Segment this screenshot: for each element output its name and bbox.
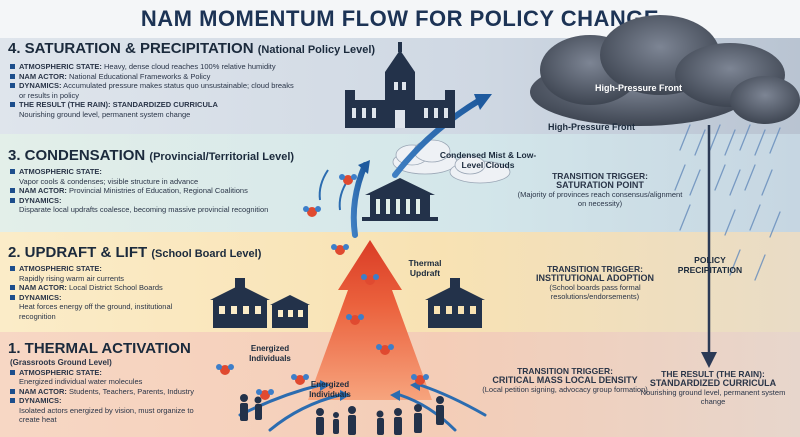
level-3-item-key: NAM ACTOR: [19, 186, 67, 195]
level-3-item-value: Disparate local updrafts coalesce, becom… [19, 205, 269, 214]
diagram-title: NAM MOMENTUM FLOW FOR POLICY CHANGE [140, 6, 660, 31]
trigger-desc: (School boards pass formal resolutions/e… [549, 283, 641, 301]
result-name: STANDARDIZED CURRICULA [649, 378, 777, 388]
energized-individuals-label-1: Energized Individuals [249, 344, 291, 363]
level-4-item-key: DYNAMICS: [19, 81, 62, 90]
rain-icon [674, 124, 781, 281]
level-1-subtitle: (Grassroots Ground Level) [10, 358, 112, 367]
level-1-list: (Grassroots Ground Level) ATMOSPHERIC ST… [10, 358, 215, 425]
condensed-mist-label: Condensed Mist & Low-Level Clouds [439, 150, 537, 170]
policy-precipitation-label: POLICY PRECIPITATION [677, 255, 743, 275]
level-4-heading: 4. SATURATION & PRECIPITATION (National … [8, 40, 375, 57]
result-desc: Nourishing ground level, permanent syste… [640, 388, 786, 406]
level-4-item-value: Nourishing ground level, permanent syste… [19, 109, 191, 119]
level-1-title: 1. THERMAL ACTIVATION [8, 340, 191, 357]
level-4-item-value: National Educational Frameworks & Policy [69, 71, 211, 81]
level-4-item-key: THE RESULT (THE RAIN): STANDARDIZED CURR… [19, 100, 218, 109]
level-2-item-key: DYNAMICS: [19, 292, 62, 302]
level-4-item-value: Accumulated pressure makes status quo un… [19, 81, 294, 100]
thermal-updraft-arrow [308, 240, 432, 400]
trigger-name: INSTITUTIONAL ADOPTION [536, 273, 654, 283]
level-2-item-value: Heat forces energy off the ground, insti… [19, 302, 173, 321]
level-3-item-key: DYNAMICS: [19, 195, 62, 205]
trigger-saturation: TRANSITION TRIGGER: SATURATION POINT (Ma… [515, 171, 685, 209]
trigger-label: TRANSITION TRIGGER: [552, 171, 648, 181]
school-building-right-icon [425, 278, 485, 328]
level-1-heading: 1. THERMAL ACTIVATION [8, 340, 191, 357]
trigger-desc: (Local petition signing, advocacy group … [482, 385, 648, 394]
trigger-desc: (Majority of provinces reach consensus/a… [517, 190, 683, 208]
high-pressure-front-label-2: High-Pressure Front [548, 122, 636, 132]
level-3-item-value: Vapor cools & condenses; visible structu… [19, 176, 199, 186]
trigger-critical-mass: TRANSITION TRIGGER: CRITICAL MASS LOCAL … [480, 366, 650, 395]
thermal-updraft-label: Thermal Updraft [408, 258, 442, 278]
level-3-item-key: ATMOSPHERIC STATE: [19, 167, 102, 176]
level-4-item-value: Heavy, dense cloud reaches 100% relative… [104, 62, 276, 71]
level-1-item-key: DYNAMICS: [19, 396, 62, 405]
policy-precipitation-arrow [701, 125, 717, 368]
level-4-item-key: ATMOSPHERIC STATE: [19, 62, 102, 71]
level-1-item-value: Isolated actors energized by vision, mus… [19, 405, 194, 425]
level-3-title: 3. CONDENSATION [8, 147, 146, 164]
level-4-subtitle: (National Policy Level) [257, 44, 376, 56]
level-2-subtitle: (School Board Level) [151, 248, 262, 260]
level-2-list: ATMOSPHERIC STATE: Rapidly rising warm a… [10, 264, 210, 321]
storm-cloud-icon [530, 15, 800, 126]
level-2-heading: 2. UPDRAFT & LIFT (School Board Level) [8, 244, 261, 261]
level-3-item-value: Provincial Ministries of Education, Regi… [69, 186, 248, 195]
level-1-item-value: Energized individual water molecules [19, 377, 143, 386]
trigger-name: SATURATION POINT [556, 180, 644, 190]
trigger-label: TRANSITION TRIGGER: [517, 366, 613, 376]
trigger-name: CRITICAL MASS LOCAL DENSITY [492, 375, 638, 385]
level-4-title: 4. SATURATION & PRECIPITATION [8, 40, 254, 57]
level-1-item-key: ATMOSPHERIC STATE: [19, 367, 102, 377]
provincial-building-icon [362, 178, 438, 221]
upward-flow-arrows [350, 97, 483, 238]
trigger-institutional: TRANSITION TRIGGER: INSTITUTIONAL ADOPTI… [510, 264, 680, 302]
level-2-item-key: ATMOSPHERIC STATE: [19, 264, 102, 273]
high-pressure-front-label-1: High-Pressure Front [595, 83, 683, 93]
ground-flow-arrowheads [320, 380, 420, 401]
level-1-item-value: Students, Teachers, Parents, Industry [69, 386, 194, 396]
level-2-item-key: NAM ACTOR: [19, 283, 67, 292]
trigger-label: TRANSITION TRIGGER: [547, 264, 643, 274]
parliament-building-icon [345, 42, 455, 128]
people-icons [240, 394, 444, 435]
result-label: THE RESULT (THE RAIN): [661, 369, 765, 379]
energized-individuals-label-2: Energized Individuals [309, 380, 351, 399]
molecule-icons [216, 174, 429, 400]
upward-flow-arrowheads [358, 94, 492, 174]
school-building-left-icon [210, 278, 270, 328]
level-2-title: 2. UPDRAFT & LIFT [8, 244, 148, 261]
level-3-list: ATMOSPHERIC STATE: Vapor cools & condens… [10, 167, 300, 215]
level-2-item-value: Local District School Boards [69, 283, 163, 292]
level-4-list: ATMOSPHERIC STATE: Heavy, dense cloud re… [10, 62, 300, 119]
level-1-item-key: NAM ACTOR: [19, 386, 67, 396]
school-building-mid-icon [270, 295, 310, 328]
result-box: THE RESULT (THE RAIN): STANDARDIZED CURR… [638, 369, 788, 407]
level-3-heading: 3. CONDENSATION (Provincial/Territorial … [8, 147, 294, 164]
level-3-subtitle: (Provincial/Territorial Level) [149, 151, 295, 163]
level-2-item-value: Rapidly rising warm air currents [19, 273, 125, 283]
level-4-item-key: NAM ACTOR: [19, 71, 67, 81]
